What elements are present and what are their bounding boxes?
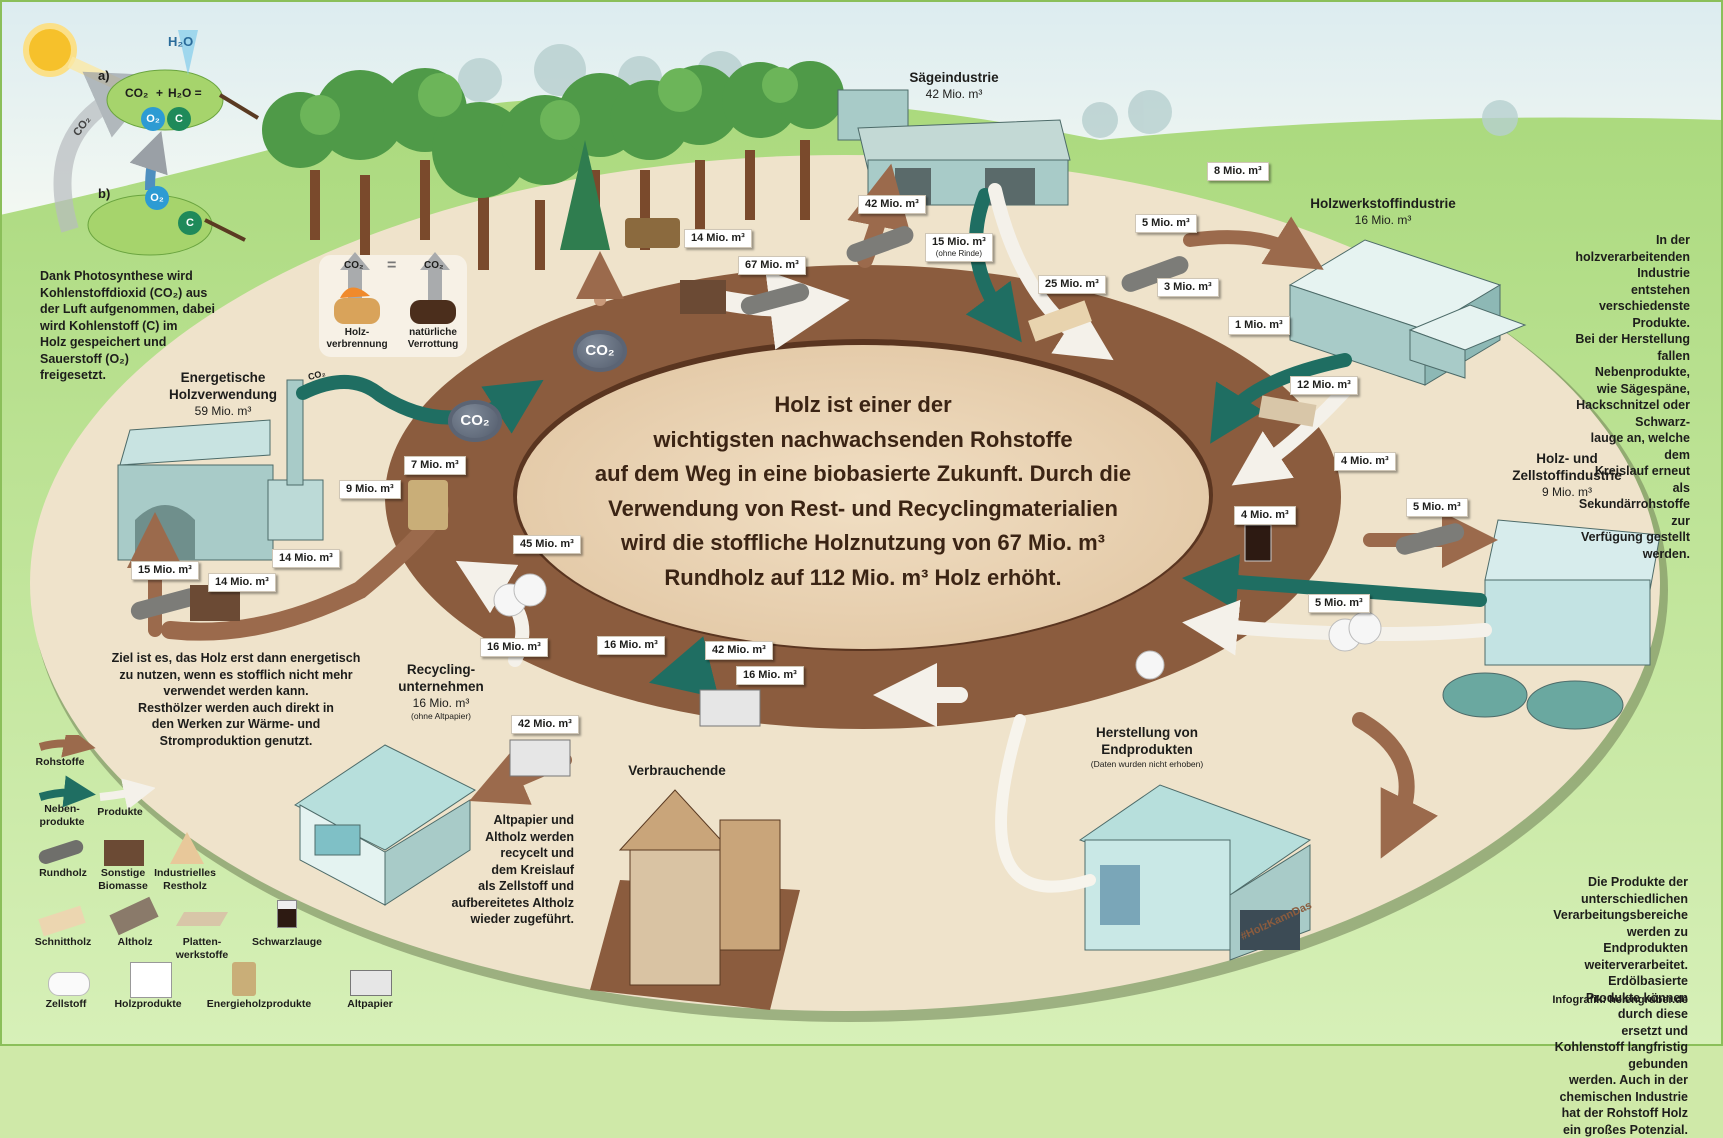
volume-label: 3 Mio. m³ [1157, 278, 1219, 298]
natural-rotting-label: natürliche Verrottung [407, 327, 459, 350]
legend-rundholz: Rundholz [39, 867, 87, 879]
volume-label: 1 Mio. m³ [1228, 316, 1290, 336]
equation-h2o: H₂O = [168, 86, 202, 100]
volume-label: 16 Mio. m³ [736, 666, 804, 686]
co2-rot-label: CO₂ [424, 260, 444, 271]
volume-label: 14 Mio. m³ [208, 573, 276, 593]
legend-schnittholz: Schnittholz [34, 936, 92, 948]
volume-label: 15 Mio. m³(ohne Rinde) [925, 233, 993, 262]
volume-label: 16 Mio. m³ [597, 636, 665, 656]
store-building [1078, 784, 1312, 961]
co2-cloud-forest: CO₂ [573, 330, 627, 372]
forest [262, 61, 844, 270]
panel-icon [175, 912, 229, 926]
volume-label: 14 Mio. m³ [684, 229, 752, 249]
co2-equals: = [387, 257, 397, 274]
wood-products-icon [130, 962, 172, 998]
label-a: a) [98, 68, 110, 83]
carbon-bubble-b: C [178, 211, 202, 235]
legend-energieholz: Energieholzprodukte [206, 998, 312, 1010]
oxygen-bubble: O₂ [141, 107, 165, 131]
black-liquor-icon [277, 900, 297, 928]
infographic-artwork [0, 0, 1723, 1046]
legend-altpapier: Altpapier [347, 998, 393, 1010]
pulp-industry-building [1442, 519, 1661, 730]
equation-co2: CO₂ [125, 86, 149, 100]
legend-restholz: Industrielles Restholz [154, 867, 216, 893]
co2-burn-label: CO₂ [344, 260, 364, 271]
volume-label: 4 Mio. m³ [1234, 506, 1296, 526]
legend-rohstoffe: Rohstoffe [35, 756, 85, 768]
co2-cloud-energy: CO₂ [448, 400, 502, 442]
volume-label: 8 Mio. m³ [1207, 162, 1269, 182]
volume-label: 12 Mio. m³ [1290, 376, 1358, 396]
volume-label: 15 Mio. m³ [131, 561, 199, 581]
biomass-icon [104, 840, 144, 866]
legend-arrows [38, 735, 155, 810]
volume-label: 67 Mio. m³ [738, 256, 806, 276]
legend-produkte: Produkte [97, 806, 143, 818]
legend-holzprodukte: Holzprodukte [114, 998, 182, 1010]
legend-altholz: Altholz [117, 936, 153, 948]
legend-schwarzlauge: Schwarzlauge [251, 936, 323, 948]
volume-label: 4 Mio. m³ [1334, 452, 1396, 472]
recycling-building [294, 744, 476, 906]
volume-label: 45 Mio. m³ [513, 535, 581, 555]
wood-burning-label: Holz- verbrennung [326, 327, 388, 350]
waste-paper-icon [350, 970, 392, 996]
carbon-bubble: C [167, 107, 191, 131]
legend-nebenprodukte: Neben- produkte [39, 803, 85, 829]
water-label: H₂O [168, 34, 194, 49]
energy-wood-icon [232, 962, 256, 996]
volume-label: 9 Mio. m³ [339, 480, 401, 500]
panel-industry-building [1288, 239, 1527, 386]
volume-label: 5 Mio. m³ [1406, 498, 1468, 518]
volume-label: 5 Mio. m³ [1308, 594, 1370, 614]
volume-label: 7 Mio. m³ [404, 456, 466, 476]
oxygen-bubble-b: O₂ [145, 186, 169, 210]
volume-label: 42 Mio. m³ [858, 195, 926, 215]
label-b: b) [98, 186, 111, 201]
station-verbrauchende: Verbrauchende [628, 763, 726, 778]
pulp-icon [48, 972, 90, 996]
volume-label: 5 Mio. m³ [1135, 214, 1197, 234]
legend-biomasse: Sonstige Biomasse [98, 867, 148, 893]
volume-label: 42 Mio. m³ [705, 641, 773, 661]
legend-platten: Platten- werkstoffe [175, 936, 229, 962]
volume-label: 42 Mio. m³ [511, 715, 579, 735]
equation-plus: + [156, 86, 164, 100]
legend-zellstoff: Zellstoff [45, 998, 87, 1010]
energy-text: Ziel ist es, das Holz erst dann energeti… [111, 651, 361, 748]
consumer-house [590, 789, 800, 1010]
volume-label: 14 Mio. m³ [272, 549, 340, 569]
volume-label: 16 Mio. m³ [480, 638, 548, 658]
volume-label: 25 Mio. m³ [1038, 275, 1106, 295]
credit: Infografik: helengruber.de [1552, 994, 1688, 1006]
